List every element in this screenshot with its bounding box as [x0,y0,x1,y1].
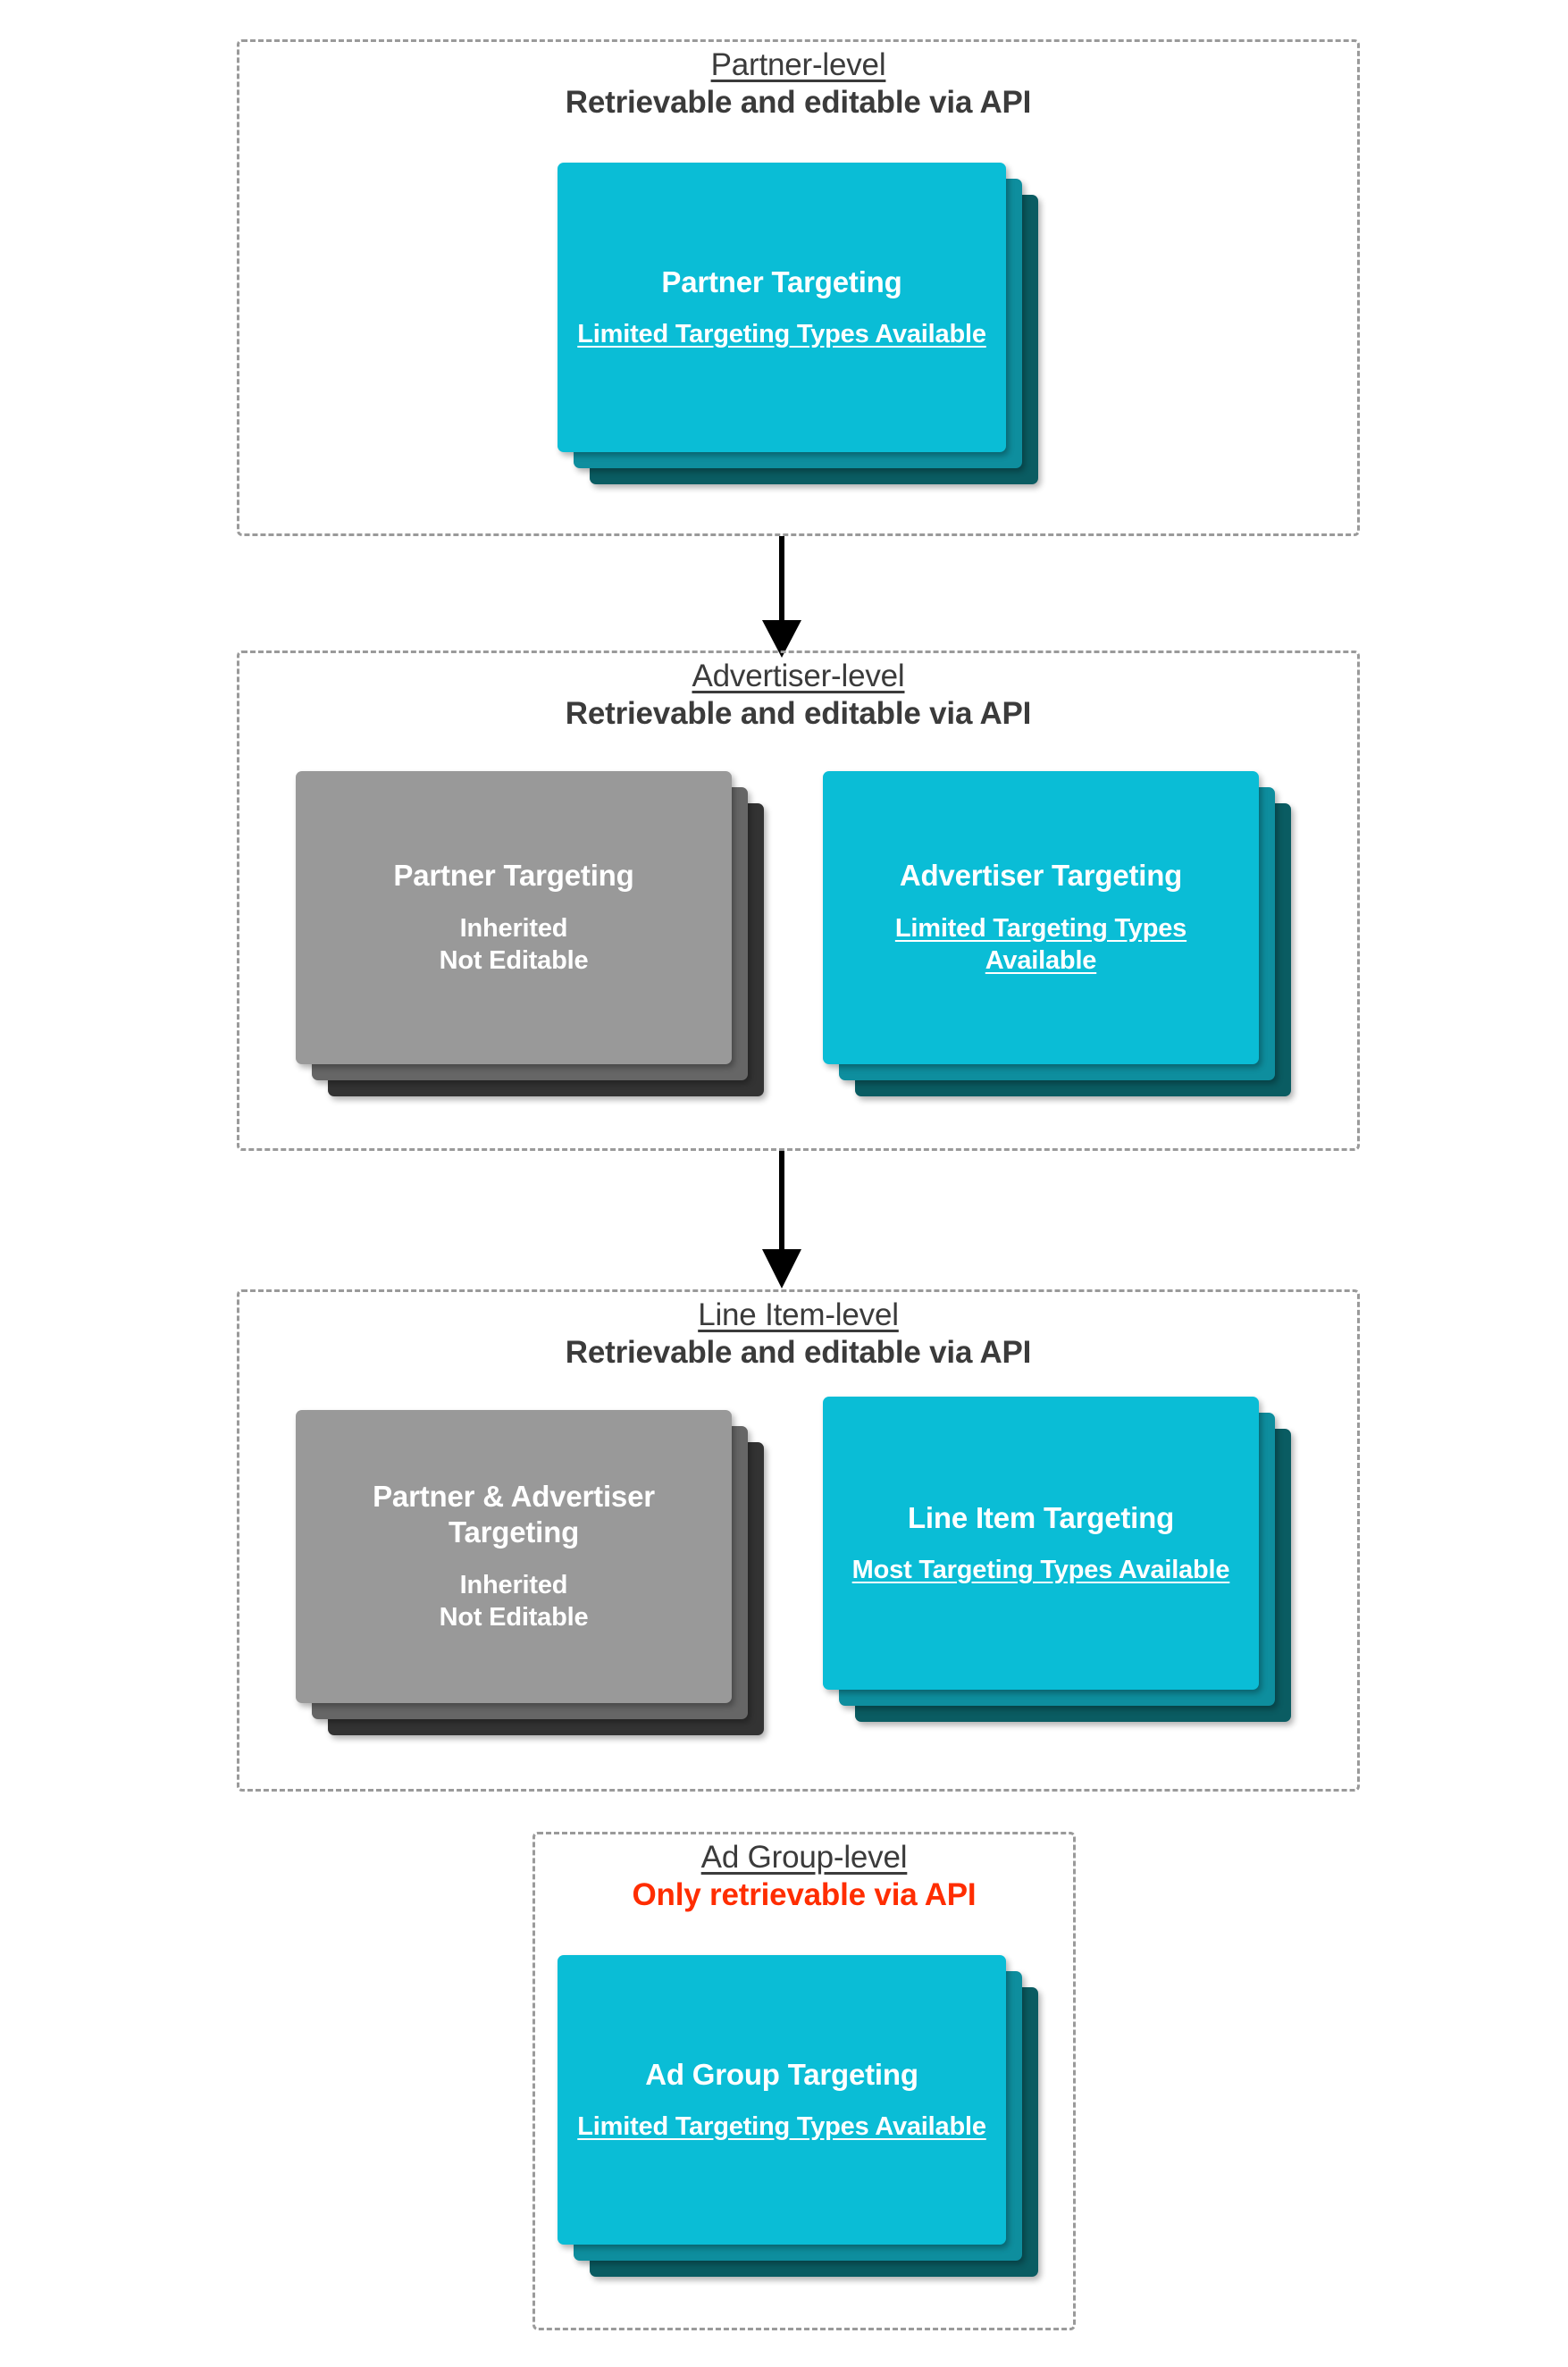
arrow-advertiser-to-line-item [762,1151,801,1288]
card-title: Partner Targeting [393,859,634,893]
card-stack-ad-group-targeting: Ad Group Targeting Limited Targeting Typ… [558,1955,1038,2277]
card-line-item-targeting[interactable]: Line Item Targeting Most Targeting Types… [823,1397,1259,1690]
card-body: Partner & Advertiser Targeting Inherited… [296,1410,732,1703]
level-box-line-item [237,1289,1360,1792]
card-note: Limited Targeting Types Available [577,2111,986,2141]
card-title: Partner Targeting [661,264,902,298]
card-body: Partner Targeting Limited Targeting Type… [558,163,1006,452]
card-body: Ad Group Targeting Limited Targeting Typ… [558,1955,1006,2245]
card-inherited-partner-targeting[interactable]: Partner Targeting Inherited Not Editable [296,771,732,1064]
card-stack-line-item-targeting: Line Item Targeting Most Targeting Types… [823,1397,1291,1722]
arrow-partner-to-advertiser [762,536,801,658]
card-title: Line Item Targeting [907,1500,1175,1534]
card-stack-partner-targeting: Partner Targeting Limited Targeting Type… [558,163,1038,484]
level-box-partner [237,39,1360,536]
card-note: Inherited Not Editable [439,1570,589,1633]
card-note: Inherited Not Editable [439,913,589,976]
card-body: Partner Targeting Inherited Not Editable [296,771,732,1064]
card-note: Most Targeting Types Available [851,1555,1230,1584]
card-partner-targeting[interactable]: Partner Targeting Limited Targeting Type… [558,163,1006,452]
card-title: Advertiser Targeting [899,859,1183,893]
level-box-ad-group [532,1832,1076,2330]
card-body: Line Item Targeting Most Targeting Types… [823,1397,1259,1690]
card-title: Partner & Advertiser Targeting [373,1480,655,1549]
card-stack-advertiser-targeting: Advertiser Targeting Limited Targeting T… [823,771,1291,1096]
card-ad-group-targeting[interactable]: Ad Group Targeting Limited Targeting Typ… [558,1955,1006,2245]
card-body: Advertiser Targeting Limited Targeting T… [823,771,1259,1064]
card-stack-line-item-inherited: Partner & Advertiser Targeting Inherited… [296,1410,764,1735]
card-inherited-partner-advertiser-targeting[interactable]: Partner & Advertiser Targeting Inherited… [296,1410,732,1703]
level-box-advertiser [237,651,1360,1151]
card-note: Limited Targeting Types Available [894,913,1187,976]
card-advertiser-targeting[interactable]: Advertiser Targeting Limited Targeting T… [823,771,1259,1064]
card-note: Limited Targeting Types Available [577,319,986,348]
card-title: Ad Group Targeting [645,2057,918,2091]
card-stack-advertiser-inherited: Partner Targeting Inherited Not Editable [296,771,764,1096]
